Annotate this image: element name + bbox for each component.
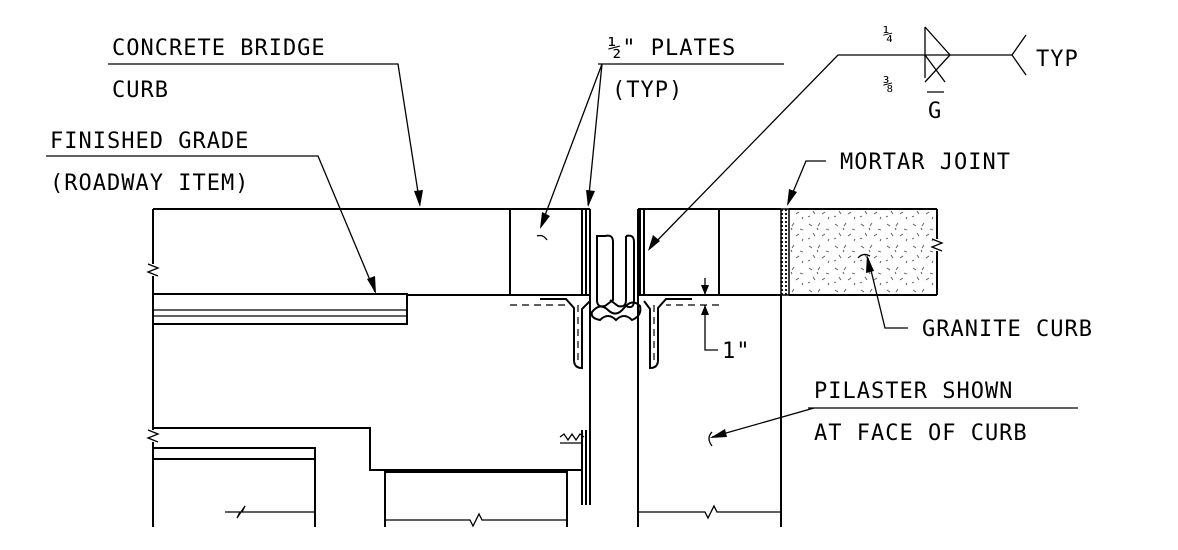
expansion-joint-seal bbox=[510, 209, 719, 370]
concrete-bridge-label-line1: CONCRETE BRIDGE bbox=[112, 36, 326, 61]
finished-grade-label-line1: FINISHED GRADE bbox=[50, 129, 249, 154]
one-inch-dimension: 1" bbox=[701, 278, 751, 364]
weld-grind-symbol: G bbox=[928, 99, 942, 124]
plates-label-line2: (TYP) bbox=[612, 78, 683, 103]
granite-curb-text: GRANITE CURB bbox=[922, 317, 1093, 342]
concrete-bridge-curb-label: CONCRETE BRIDGE CURB bbox=[108, 36, 423, 207]
mortar-joint-text: MORTAR JOINT bbox=[840, 150, 1011, 175]
concrete-bridge-label-line2: CURB bbox=[112, 78, 169, 103]
finished-grade-label: FINISHED GRADE (ROADWAY ITEM) bbox=[46, 129, 376, 294]
pilaster-label: PILASTER SHOWN AT FACE OF CURB bbox=[710, 379, 1078, 446]
concrete-bridge-curb bbox=[146, 208, 591, 528]
weld-symbol: ¼ ⅜ G TYP bbox=[648, 25, 1079, 251]
plates-label: ½" PLATES (TYP) bbox=[540, 36, 784, 229]
finished-grade-label-line2: (ROADWAY ITEM) bbox=[50, 171, 249, 196]
roadway-slab bbox=[153, 293, 408, 325]
plates-label-line1: ½" PLATES bbox=[608, 36, 736, 61]
pilaster bbox=[637, 208, 782, 527]
pilaster-label-line2: AT FACE OF CURB bbox=[814, 421, 1028, 446]
pilaster-label-line1: PILASTER SHOWN bbox=[814, 379, 1013, 404]
one-inch-text: 1" bbox=[722, 339, 751, 364]
weld-size-bottom: ⅜ bbox=[883, 75, 893, 95]
granite-curb bbox=[789, 208, 944, 296]
mortar-joint-label: MORTAR JOINT bbox=[787, 150, 1011, 206]
weld-typ-label: TYP bbox=[1036, 47, 1079, 72]
granite-curb-label: GRANITE CURB bbox=[857, 253, 1093, 342]
mortar-joint bbox=[780, 208, 790, 296]
weld-size-top: ¼ bbox=[883, 25, 893, 45]
